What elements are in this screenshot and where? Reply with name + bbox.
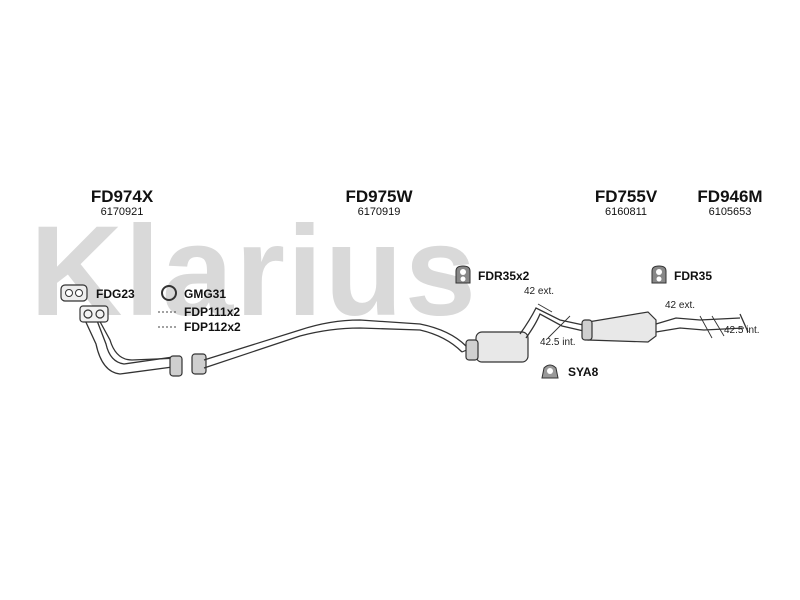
product-number-fd755v: 6160811	[604, 206, 647, 218]
gasket-icon	[60, 284, 88, 302]
product-number-fd946m: 6105653	[708, 206, 752, 218]
ring-gasket-icon	[161, 285, 177, 301]
product-code-fd975w: FD975W	[345, 187, 413, 206]
dim-label-int-1: 42.5 int.	[540, 337, 576, 348]
part-label-fdp112: FDP112x2	[184, 320, 241, 334]
fdp-link-marks	[158, 311, 178, 328]
centre-silencer	[461, 331, 529, 363]
rubber-hanger-icon	[455, 265, 471, 284]
part-label-fdp111: FDP111x2	[184, 305, 241, 319]
tail-pipe	[655, 313, 749, 333]
rear-silencer	[581, 311, 657, 343]
part-label-fdr35: FDR35	[674, 269, 713, 283]
mid-pipe	[519, 307, 589, 339]
product-number-fd975w: 6170919	[357, 206, 401, 218]
mounting-bracket-icon	[541, 364, 559, 379]
front-pipe	[83, 317, 181, 375]
product-code-fd974x: FD974X	[90, 187, 154, 206]
intermediate-pipe	[203, 319, 467, 369]
part-label-gmg31: GMG31	[184, 287, 227, 301]
part-label-sya8: SYA8	[568, 365, 599, 379]
rubber-hanger-icon	[651, 265, 667, 284]
part-label-fdg23: FDG23	[96, 287, 135, 301]
dim-label-int-2: 42.5 int.	[724, 325, 760, 336]
dim-label-ext-1: 42 ext.	[524, 286, 555, 297]
dim-label-ext-2: 42 ext.	[665, 300, 696, 311]
front-flange	[79, 305, 109, 323]
front-clamps	[169, 353, 207, 377]
part-label-fdr35x2: FDR35x2	[478, 269, 530, 283]
product-number-fd974x: 6170921	[100, 206, 144, 218]
product-code-fd755v: FD755V	[594, 187, 658, 206]
dimension-lines	[537, 303, 725, 339]
product-code-fd946m: FD946M	[697, 187, 763, 206]
